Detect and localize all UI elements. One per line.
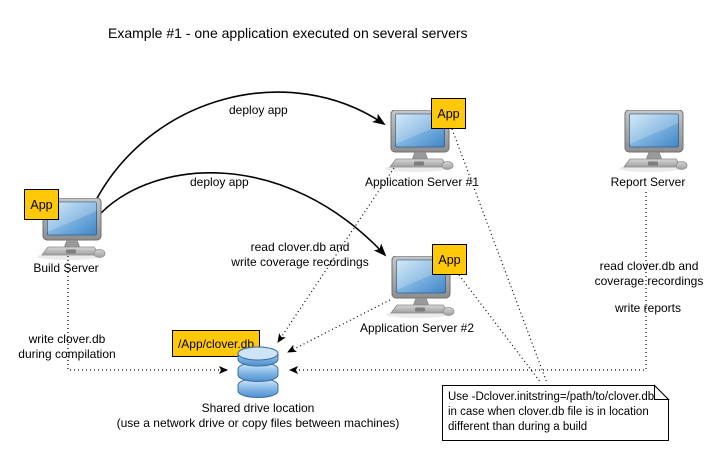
annotation-report-io-line2: coverage recordings: [594, 274, 704, 288]
annotation-build-io-line2: during compilation: [18, 347, 116, 361]
deploy-app-label-2: deploy app: [190, 175, 249, 189]
annotation-build-io: write clover.db during compilation: [8, 332, 126, 362]
annotation-app-servers-io-line2: write coverage recordings: [231, 255, 369, 269]
app-badge-app-server-2: App: [432, 244, 467, 275]
annotation-build-io-line1: write clover.db: [28, 332, 106, 346]
app-server-2-label: Application Server #2: [359, 321, 475, 335]
note-shape: [442, 384, 670, 441]
deploy-app-label-1: deploy app: [229, 103, 288, 117]
database-icon: [237, 346, 279, 398]
dotted-connector-app1-to-storage: [277, 167, 395, 343]
report-server-label: Report Server: [610, 175, 686, 189]
computer-icon-report-server: [618, 110, 688, 172]
clover-db-path-badge: /App/clover.db: [172, 330, 260, 357]
shared-drive-caption-line1: Shared drive location: [201, 401, 315, 415]
annotation-report-io: read clover.db and coverage recordings: [588, 259, 710, 289]
annotation-report-io-line1: read clover.db and: [599, 259, 699, 273]
note-text-line2: in case when clover.db file is in locati…: [448, 406, 649, 418]
shared-drive-caption-line2: (use a network drive or copy files betwe…: [116, 416, 400, 430]
note-text-line3: different than during a build: [448, 421, 588, 433]
annotation-app-servers-io-line1: read clover.db and: [250, 240, 350, 254]
app-badge-build-server: App: [24, 189, 59, 220]
annotation-app-servers-io: read clover.db and write coverage record…: [222, 240, 378, 270]
deploy-arrow-to-app2: [99, 172, 387, 257]
app-server-1-label: Application Server #1: [364, 175, 480, 189]
note-text: Use -Dclover.initstring=/path/to/clover.…: [448, 390, 672, 435]
app-badge-app-server-1: App: [431, 98, 466, 129]
dotted-connector-build-to-storage: [67, 252, 228, 374]
note-text-line1: Use -Dclover.initstring=/path/to/clover.…: [448, 391, 655, 403]
build-server-label: Build Server: [33, 261, 99, 275]
diagram-title: Example #1 - one application executed on…: [108, 25, 468, 41]
annotation-write-reports: write reports: [614, 301, 682, 315]
deploy-arrow-to-app1: [93, 91, 386, 205]
